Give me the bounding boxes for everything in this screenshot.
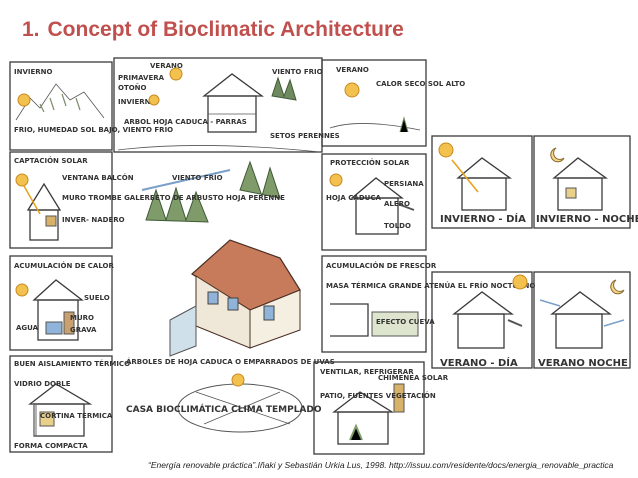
panel-acumulacion-calor-title: ACUMULACIÓN DE CALOR: [14, 261, 115, 270]
captacion-label-1: VENTANA BALCÓN: [62, 173, 134, 182]
panel-verano-left-title: VERANO: [150, 62, 183, 70]
sun-icon: [169, 67, 183, 81]
acumulacion-label-suelo: SUELO: [84, 294, 110, 302]
panel-invierno-dia: INVIERNO - DÍA: [431, 135, 533, 229]
sun-icon: [438, 142, 454, 158]
sun-icon: [148, 94, 160, 106]
center-setos: SETO DE ARBUSTO HOJA PERENNE: [150, 194, 285, 202]
panel-acumulacion-calor: ACUMULACIÓN DE CALOR SUELO MURO GRAVA AG…: [9, 255, 115, 351]
panel-verano-right-title: VERANO: [336, 66, 369, 74]
captacion-label-2: MURO TROMBE GALERIA: [62, 194, 158, 202]
sun-icon: [344, 82, 360, 98]
acumulacion-label-muro: MURO: [70, 314, 94, 322]
sun-icon: [15, 173, 29, 187]
panel-ventilar: VENTILAR, REFRIGERAR PATIO, FUENTES VEGE…: [313, 361, 449, 455]
panel-invierno: INVIERNO FRIO, HUMEDAD SOL BAJO, VIENTO …: [9, 61, 173, 151]
panel-verano-right-note: CALOR SECO SOL ALTO: [376, 80, 465, 88]
center-arboles: ÁRBOLES DE HOJA CADUCA O EMPARRADOS DE U…: [126, 357, 335, 366]
panel-verano-left: VERANO PRIMAVERA OTOÑO INVIERNO ARBOL HO…: [113, 57, 340, 153]
acumulacion-label-agua: AGUA: [16, 324, 39, 332]
center-house-illustration: VIENTO FRÍO SETO DE ARBUSTO HOJA PERENNE…: [117, 145, 335, 433]
title-text: Concept of Bioclimatic Architecture: [47, 18, 404, 41]
proteccion-label-hoja: HOJA CADUCA: [326, 194, 381, 202]
panel-ventilar-title: VENTILAR, REFRIGERAR: [320, 368, 414, 376]
center-viento: VIENTO FRÍO: [172, 173, 223, 182]
center-casa: CASA BIOCLIMÁTICA CLIMA TEMPLADO: [126, 403, 322, 415]
aislamiento-label-forma: FORMA COMPACTA: [14, 442, 88, 450]
state-invierno-dia: INVIERNO - DÍA: [440, 212, 526, 225]
title-number: 1.: [22, 18, 40, 41]
frescor-label-masa: MASA TÉRMICA GRANDE ATENÚA EL FRÍO NOCTU…: [326, 281, 535, 290]
aislamiento-label-cortina: CORTINA TERMICA: [40, 412, 113, 420]
acumulacion-label-grava: GRAVA: [70, 326, 97, 334]
sun-icon: [329, 173, 343, 187]
ventilar-label-chimenea: CHIMENEA SOLAR: [378, 374, 449, 382]
verano-left-line-1: PRIMAVERA: [118, 74, 165, 82]
panel-verano-right: VERANO CALOR SECO SOL ALTO: [321, 59, 465, 147]
verano-left-arbol: ARBOL HOJA CADUCA - PARRAS: [124, 118, 247, 126]
panel-acumulacion-frescor-title: ACUMULACIÓN DE FRESCOR: [326, 261, 437, 270]
aislamiento-label-vidrio: VIDRIO DOBLE: [14, 380, 71, 388]
verano-left-viento: VIENTO FRIO: [272, 68, 323, 76]
state-invierno-noche: INVIERNO - NOCHE: [536, 214, 638, 225]
proteccion-label-alero: ALERO: [384, 200, 410, 208]
source-caption: “Energía renovable práctica”.Iñaki y Seb…: [148, 460, 614, 470]
panel-aislamiento-title: BUEN AISLAMIENTO TÉRMICO: [14, 359, 130, 368]
panel-invierno-note: FRIO, HUMEDAD SOL BAJO, VIENTO FRIO: [14, 126, 173, 134]
moon-icon: [610, 279, 625, 295]
slide-title: 1. Concept of Bioclimatic Architecture: [22, 18, 404, 42]
moon-icon: [550, 147, 565, 163]
proteccion-label-toldo: TOLDO: [384, 222, 411, 230]
verano-left-setos: SETOS PERENNES: [270, 132, 340, 140]
verano-left-line-3: INVIERNO: [118, 98, 157, 106]
panel-proteccion: PROTECCIÓN SOLAR PERSIANA ALERO TOLDO HO…: [321, 153, 427, 251]
ventilar-label-patio: PATIO, FUENTES VEGETACIÓN: [320, 391, 436, 400]
panel-invierno-noche: INVIERNO - NOCHE: [533, 135, 638, 229]
sun-icon: [17, 93, 31, 107]
state-verano-noche: VERANO NOCHE: [538, 358, 628, 369]
sun-icon: [15, 283, 29, 297]
frescor-label-cueva: EFECTO CUEVA: [376, 318, 435, 326]
captacion-label-3: INVER- NADERO: [62, 216, 125, 224]
panel-captacion-title: CAPTACIÓN SOLAR: [14, 156, 88, 165]
state-verano-dia: VERANO - DÍA: [440, 356, 518, 369]
panel-invierno-title: INVIERNO: [14, 68, 53, 76]
panel-proteccion-title: PROTECCIÓN SOLAR: [330, 158, 410, 167]
proteccion-label-persiana: PERSIANA: [384, 180, 424, 188]
sun-icon: [512, 274, 528, 290]
panel-captacion: CAPTACIÓN SOLAR VENTANA BALCÓN MURO TROM…: [9, 151, 158, 249]
sun-icon: [231, 373, 245, 387]
verano-left-line-2: OTOÑO: [118, 83, 147, 92]
panel-verano-noche: VERANO NOCHE: [533, 271, 631, 369]
panel-verano-dia: VERANO - DÍA: [431, 271, 533, 369]
panel-aislamiento: BUEN AISLAMIENTO TÉRMICO VIDRIO DOBLE CO…: [9, 355, 130, 453]
panel-acumulacion-frescor: ACUMULACIÓN DE FRESCOR MASA TÉRMICA GRAN…: [321, 255, 535, 353]
